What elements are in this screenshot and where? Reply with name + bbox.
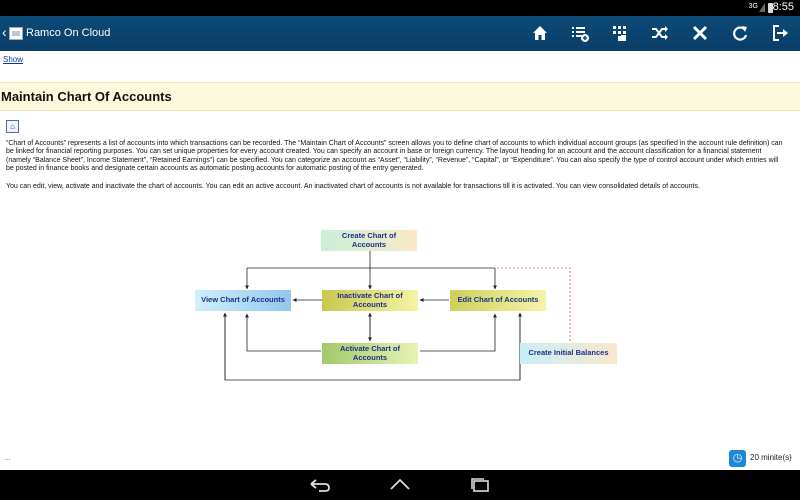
android-nav-bar xyxy=(0,470,800,500)
ellipsis: ... xyxy=(4,453,11,462)
refresh-icon[interactable] xyxy=(730,23,750,43)
back-icon[interactable] xyxy=(305,475,335,495)
app-title[interactable]: Ramco On Cloud xyxy=(26,27,111,39)
create-chart-of-accounts-node[interactable]: Create Chart of Accounts xyxy=(321,230,417,251)
back-chevron-icon[interactable]: ‹ xyxy=(2,24,7,40)
home-nav-icon[interactable] xyxy=(385,475,415,495)
app-logo[interactable] xyxy=(9,27,23,40)
clock: 8:55 xyxy=(772,1,794,13)
description-paragraph-2: You can edit, view, activate and inactiv… xyxy=(6,183,700,190)
grid-menu-icon[interactable] xyxy=(610,23,630,43)
shuffle-icon[interactable] xyxy=(650,23,670,43)
recent-apps-icon[interactable] xyxy=(465,475,495,495)
battery-icon xyxy=(768,3,773,13)
show-link[interactable]: Show xyxy=(3,55,24,64)
description-paragraph-1: “Chart of Accounts” represents a list of… xyxy=(6,140,783,172)
list-add-icon[interactable] xyxy=(570,23,590,43)
inactivate-chart-of-accounts-node[interactable]: Inactivate Chart of Accounts xyxy=(322,290,418,311)
create-initial-balances-node[interactable]: Create Initial Balances xyxy=(520,343,617,364)
edit-chart-of-accounts-node[interactable]: Edit Chart of Accounts xyxy=(450,290,546,311)
signal-icon xyxy=(759,3,765,12)
home-icon[interactable] xyxy=(530,23,550,43)
status-bar: 3G 8:55 xyxy=(0,0,800,16)
action-bar: ‹ Ramco On Cloud xyxy=(0,16,800,51)
page-title: Maintain Chart Of Accounts xyxy=(1,89,172,104)
help-topic-icon[interactable]: ⌂ xyxy=(6,120,19,133)
clock-icon[interactable]: ◷ xyxy=(729,450,746,467)
session-timer-label: 20 minite(s) xyxy=(750,453,792,462)
view-chart-of-accounts-node[interactable]: View Chart of Accounts xyxy=(195,290,291,311)
close-icon[interactable] xyxy=(690,23,710,43)
page-title-bar: Maintain Chart Of Accounts xyxy=(0,82,800,111)
network-type: 3G xyxy=(748,3,758,10)
logout-icon[interactable] xyxy=(770,23,790,43)
activate-chart-of-accounts-node[interactable]: Activate Chart of Accounts xyxy=(322,343,418,364)
